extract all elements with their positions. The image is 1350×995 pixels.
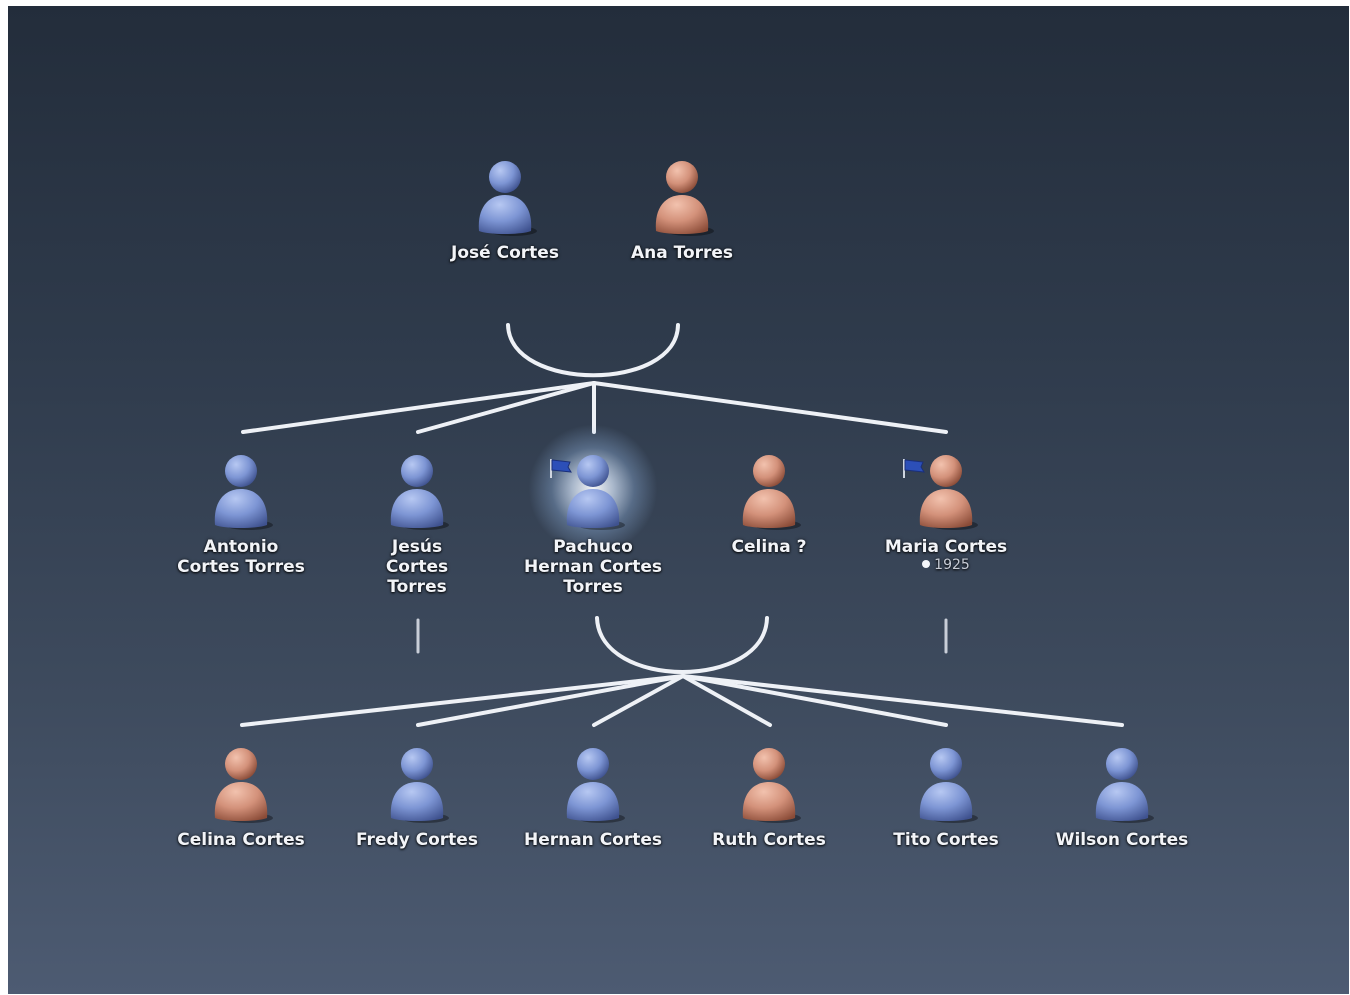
person-icon [566, 748, 625, 823]
flag-icon [903, 459, 925, 478]
person-name: Celina Cortes [177, 830, 305, 850]
person-name: Fredy Cortes [356, 830, 478, 850]
person-name: Antonio Cortes Torres [177, 537, 305, 577]
person-pachuco-hernan-cortes-torres[interactable]: Pachuco Hernan Cortes Torres [508, 424, 678, 597]
person-antonio-cortes-torres[interactable]: Antonio Cortes Torres [156, 449, 326, 589]
person-celina[interactable]: Celina ? [684, 449, 854, 589]
person-name: Ana Torres [630, 243, 734, 263]
person-icon [919, 455, 978, 530]
person-icon [919, 748, 978, 823]
person-icon [566, 455, 625, 530]
person-name: Wilson Cortes [1055, 830, 1189, 850]
person-jesus-cortes-torres[interactable]: Jesús Cortes Torres [332, 449, 502, 597]
person-icon [742, 748, 801, 823]
flag-icon [550, 459, 572, 478]
person-icon [1095, 748, 1154, 823]
person-name: José Cortes [451, 243, 559, 263]
person-ana-torres[interactable]: Ana Torres [597, 155, 767, 295]
person-name: Pachuco Hernan Cortes Torres [523, 537, 663, 597]
birth-date: 1925 [861, 557, 1031, 573]
person-icon [390, 455, 449, 530]
person-icon [390, 748, 449, 823]
person-icon [655, 161, 714, 236]
person-name-text: Maria Cortes [884, 537, 1008, 557]
person-icon [214, 748, 273, 823]
birth-year: 1925 [934, 557, 970, 573]
person-ruth-cortes[interactable]: Ruth Cortes [684, 742, 854, 882]
person-celina-cortes[interactable]: Celina Cortes [156, 742, 326, 882]
person-maria-cortes[interactable]: Maria Cortes 1925 [861, 449, 1031, 589]
person-name: Tito Cortes [893, 830, 999, 850]
person-tito-cortes[interactable]: Tito Cortes [861, 742, 1031, 882]
person-name: Celina ? [731, 537, 807, 557]
person-name: Jesús Cortes Torres [385, 537, 449, 597]
person-jose-cortes[interactable]: José Cortes [420, 155, 590, 295]
person-name: Hernan Cortes [523, 830, 663, 850]
person-fredy-cortes[interactable]: Fredy Cortes [332, 742, 502, 882]
person-name: Maria Cortes 1925 [861, 537, 1031, 573]
person-icon [742, 455, 801, 530]
person-wilson-cortes[interactable]: Wilson Cortes [1037, 742, 1207, 882]
person-name: Ruth Cortes [712, 830, 826, 850]
birth-dot-icon [922, 560, 931, 568]
person-icon [478, 161, 537, 236]
person-icon [214, 455, 273, 530]
person-hernan-cortes[interactable]: Hernan Cortes [508, 742, 678, 882]
